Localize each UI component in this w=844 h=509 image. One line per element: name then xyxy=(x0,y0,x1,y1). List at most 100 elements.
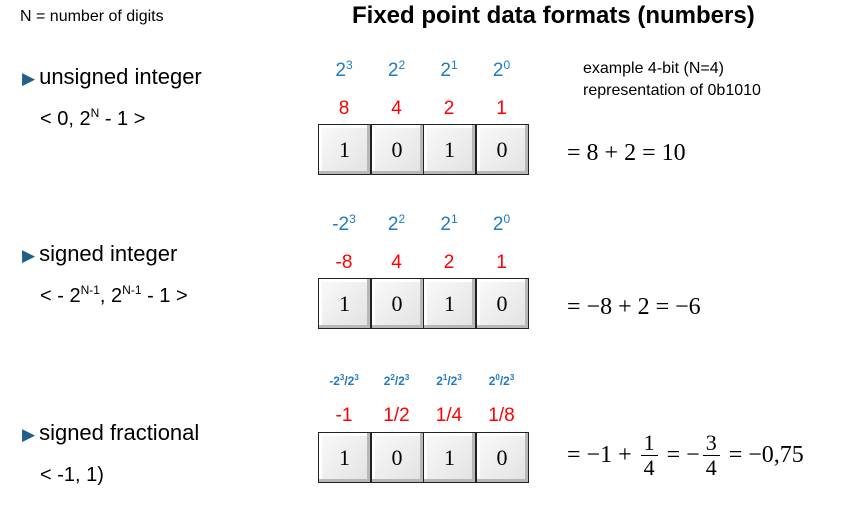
power-divisor: /2 xyxy=(447,374,458,388)
power-exponent: 3 xyxy=(345,58,353,72)
bit-cell: 0 xyxy=(475,432,529,483)
fraction-numerator: 3 xyxy=(702,430,720,456)
power-base: 2 xyxy=(436,374,443,388)
power-base: -2 xyxy=(332,214,350,235)
bit-power: 20/23 xyxy=(476,373,528,388)
power-base: 2 xyxy=(383,374,391,388)
range-text: - 1 > xyxy=(99,108,146,130)
bullet-triangle-icon: ▶ xyxy=(22,69,36,88)
power-base: 2 xyxy=(387,214,399,235)
bit-power: 21 xyxy=(423,58,475,82)
power-exponent: 3 xyxy=(339,373,345,382)
equation-text: = 8 + 2 = 10 xyxy=(567,139,686,166)
bullet-triangle-icon: ▶ xyxy=(22,425,36,444)
power-divisor-exponent: 3 xyxy=(404,373,410,382)
equation-text: = −1 + xyxy=(567,441,638,468)
power-exponent: 0 xyxy=(495,373,500,382)
bit-power: 21 xyxy=(423,212,475,236)
bit-cell: 0 xyxy=(370,432,424,483)
power-divisor: /2 xyxy=(344,374,355,388)
value-range: < - 2N-1, 2N-1 - 1 > xyxy=(40,283,188,308)
bit-power: 23 xyxy=(318,58,370,82)
power-base: 2 xyxy=(440,214,451,235)
bit-weight: 4 xyxy=(391,98,402,119)
bit-weight: 4 xyxy=(391,252,402,273)
power-base: 2 xyxy=(335,60,346,81)
power-divisor-exponent: 3 xyxy=(509,373,515,382)
value-range: < 0, 2N - 1 > xyxy=(40,106,146,131)
bit-power: 22 xyxy=(371,58,423,82)
power-exponent: 1 xyxy=(442,373,448,382)
example-line: example 4-bit (N=4) xyxy=(583,60,724,77)
example-note: example 4-bit (N=4) representation of 0b… xyxy=(583,58,761,102)
example-line: representation of 0b1010 xyxy=(583,82,761,99)
power-exponent: 0 xyxy=(503,212,511,226)
bit-weight: 2 xyxy=(443,98,455,119)
bit-cell: 1 xyxy=(423,278,476,329)
power-exponent: 3 xyxy=(349,212,356,226)
power-base: 2 xyxy=(492,214,504,235)
bit-weight: 1 xyxy=(496,98,507,119)
bit-power: 20 xyxy=(476,212,528,236)
range-exponent: N-1 xyxy=(122,283,142,297)
range-text: < - 2 xyxy=(40,285,81,307)
fraction-numerator: 1 xyxy=(640,430,658,456)
bit-cell: 1 xyxy=(423,124,476,175)
power-exponent: 0 xyxy=(503,58,511,72)
section-label: ▶signed integer xyxy=(22,241,177,267)
section-label-text: unsigned integer xyxy=(39,64,202,89)
equation: = 8 + 2 = 10 xyxy=(567,128,686,178)
bit-cell: 1 xyxy=(318,124,371,175)
fraction-denominator: 4 xyxy=(705,454,717,480)
section-label-text: signed integer xyxy=(39,241,178,266)
bit-cell: 0 xyxy=(370,278,424,329)
range-text: < 0, 2 xyxy=(40,108,91,130)
bit-weight: 1/8 xyxy=(488,405,515,426)
bit-weight: 1/2 xyxy=(383,405,410,426)
bit-weight: 1 xyxy=(496,252,507,273)
bit-cell: 0 xyxy=(475,124,529,175)
bullet-triangle-icon: ▶ xyxy=(22,246,36,265)
power-exponent: 2 xyxy=(398,212,406,226)
range-exponent: N xyxy=(90,106,100,120)
power-divisor-exponent: 3 xyxy=(354,373,359,382)
power-base: 2 xyxy=(488,374,496,388)
bit-weight: 2 xyxy=(443,252,455,273)
equation: = −8 + 2 = −6 xyxy=(567,282,701,332)
bit-weight: -1 xyxy=(335,405,353,426)
power-exponent: 2 xyxy=(390,373,395,382)
bit-cell: 1 xyxy=(318,278,371,329)
power-base: -2 xyxy=(329,374,340,388)
bit-power: 22 xyxy=(371,212,423,236)
digits-note: N = number of digits xyxy=(20,8,164,25)
power-exponent: 1 xyxy=(450,58,458,72)
power-base: 2 xyxy=(440,60,451,81)
equation-text: = −8 + 2 = −6 xyxy=(567,293,701,320)
section-label: ▶signed fractional xyxy=(22,420,199,446)
bit-cell: 1 xyxy=(423,432,476,483)
section-label-text: signed fractional xyxy=(39,420,200,445)
bit-power: 20 xyxy=(476,58,528,82)
power-divisor-exponent: 3 xyxy=(457,373,462,382)
equation-text: = −0,75 xyxy=(722,441,804,468)
power-divisor: /2 xyxy=(499,374,510,388)
section-label: ▶unsigned integer xyxy=(22,64,202,90)
power-base: 2 xyxy=(387,60,399,81)
bit-cell: 0 xyxy=(370,124,424,175)
bit-power: 22/23 xyxy=(371,373,423,388)
bit-cell: 0 xyxy=(475,278,529,329)
bit-weight: 8 xyxy=(338,98,350,119)
bit-power: -23/23 xyxy=(318,373,370,388)
bit-power: -23 xyxy=(318,212,370,236)
bit-weight: 1/4 xyxy=(435,405,463,426)
power-exponent: 1 xyxy=(450,212,458,226)
range-text: - 1 > xyxy=(141,285,188,307)
range-exponent: N-1 xyxy=(80,283,100,297)
bit-power: 21/23 xyxy=(423,373,475,388)
bit-weight: -8 xyxy=(335,252,353,273)
equation-text: = − xyxy=(660,441,700,468)
